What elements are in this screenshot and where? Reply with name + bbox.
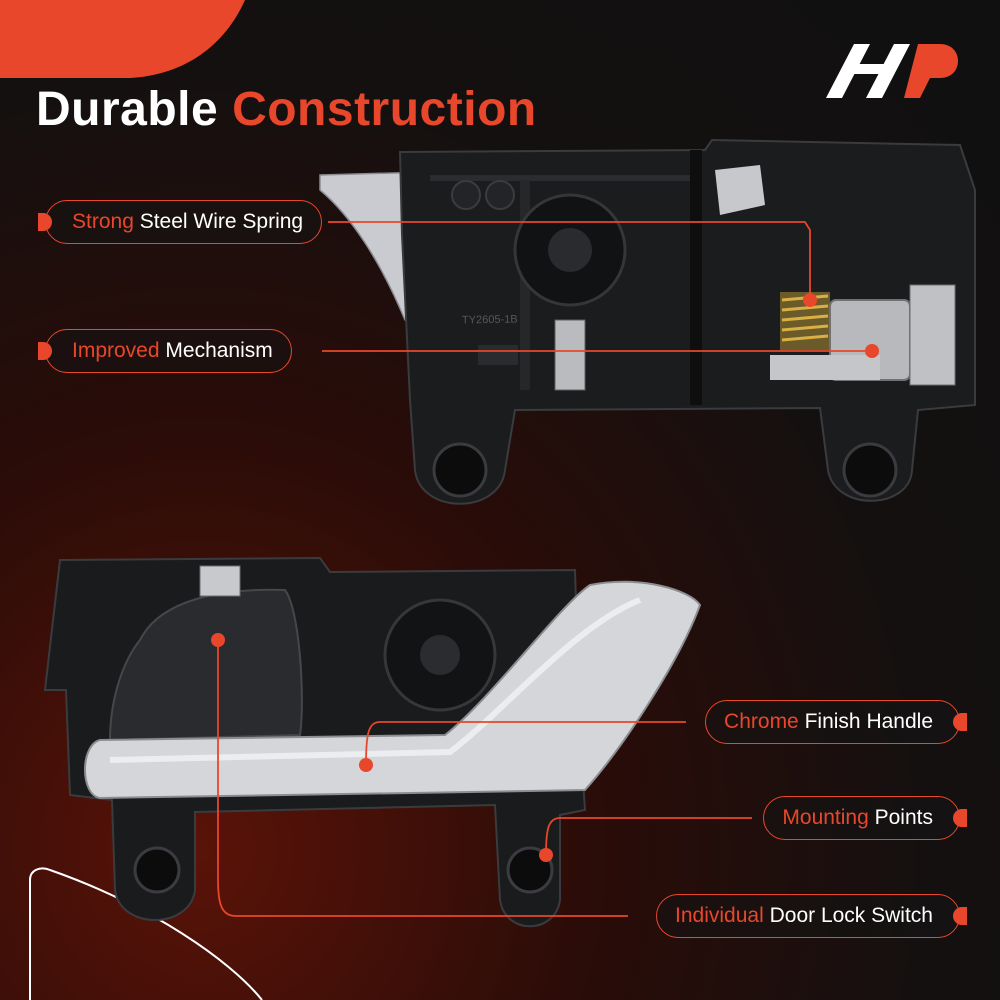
leader-dots bbox=[211, 293, 879, 862]
callout-marker bbox=[953, 713, 967, 731]
callout-highlight: Individual bbox=[675, 904, 764, 927]
title-word-construction: Construction bbox=[232, 83, 537, 136]
dot-improved-mechanism bbox=[865, 344, 879, 358]
bottom-lever-pocket bbox=[108, 588, 303, 742]
callout-text: Points bbox=[874, 806, 933, 829]
callout-marker bbox=[953, 809, 967, 827]
callout-marker bbox=[953, 907, 967, 925]
brand-logo bbox=[826, 44, 958, 98]
top-handle-assembly bbox=[319, 138, 976, 505]
logo-bar bbox=[848, 64, 894, 74]
callout-chrome-finish-handle: Chrome Finish Handle bbox=[705, 700, 967, 744]
corner-accent-shape bbox=[0, 0, 245, 78]
callout-improved-mechanism: Improved Mechanism bbox=[38, 329, 292, 373]
callout-highlight: Strong bbox=[72, 210, 134, 233]
callout-text: Mechanism bbox=[165, 339, 273, 362]
decorative-arc bbox=[29, 867, 263, 1000]
callout-marker bbox=[38, 213, 52, 231]
callout-text: Finish Handle bbox=[804, 710, 933, 733]
callout-text: Door Lock Switch bbox=[769, 904, 933, 927]
callout-highlight: Mounting bbox=[782, 806, 869, 829]
logo-p bbox=[904, 44, 958, 98]
dot-door-lock-switch bbox=[211, 633, 225, 647]
bottom-chrome-handle bbox=[84, 580, 702, 800]
bottom-handle-assembly bbox=[43, 556, 702, 928]
part-number-marking: TY2605-1B bbox=[461, 313, 518, 327]
dot-steel-wire-spring bbox=[803, 293, 817, 307]
leader-lines bbox=[217, 221, 872, 917]
callout-door-lock-switch: Individual Door Lock Switch bbox=[656, 894, 967, 938]
title-word-durable: Durable bbox=[36, 83, 219, 136]
callout-marker bbox=[38, 342, 52, 360]
callout-text: Steel Wire Spring bbox=[139, 210, 304, 233]
callout-highlight: Chrome bbox=[724, 710, 799, 733]
dot-chrome-finish-handle bbox=[359, 758, 373, 772]
dot-mounting-points bbox=[539, 848, 553, 862]
page-title: Durable Construction bbox=[36, 82, 537, 137]
callout-highlight: Improved bbox=[72, 339, 160, 362]
callout-mounting-points: Mounting Points bbox=[763, 796, 967, 840]
callout-steel-wire-spring: Strong Steel Wire Spring bbox=[38, 200, 323, 244]
